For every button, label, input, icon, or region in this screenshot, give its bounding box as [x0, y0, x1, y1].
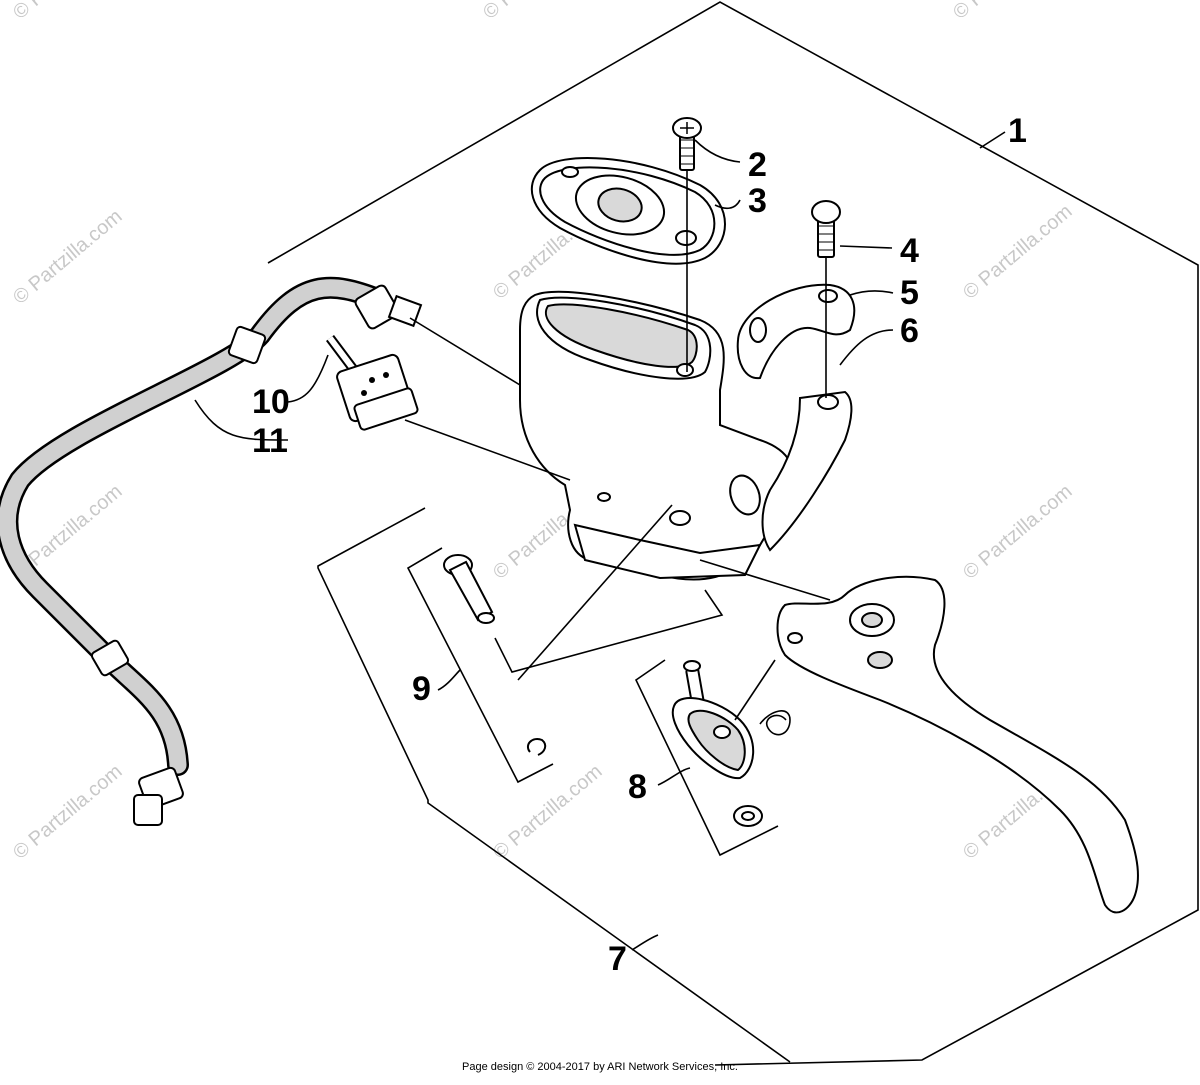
watermark-text: © Partzilla.com	[489, 760, 606, 863]
subassembly-8-boundary	[634, 659, 779, 857]
screw-2	[672, 117, 702, 171]
leader-lines	[404, 170, 831, 721]
leader-hose-to-body	[409, 317, 521, 386]
e-clip	[526, 738, 547, 756]
watermark-text: © Partzilla.com	[9, 0, 126, 24]
brake-switch	[326, 335, 419, 431]
hose-fitting-top	[354, 284, 400, 330]
reservoir-cover	[530, 157, 726, 265]
subassembly-9-boundary-b	[494, 589, 724, 673]
watermark-text: © Partzilla.com	[949, 0, 1066, 24]
pivot-pin	[443, 554, 495, 624]
callout-6: 6	[900, 312, 919, 350]
watermark-text: © Partzilla.com	[479, 0, 596, 24]
adjuster-assembly	[671, 660, 791, 827]
callout-8: 8	[628, 768, 647, 806]
callout-2: 2	[748, 146, 767, 184]
callout-9: 9	[412, 670, 431, 708]
callout-3: 3	[748, 182, 767, 220]
watermark-text: © Partzilla.com	[9, 205, 126, 308]
leader-lever	[699, 559, 831, 601]
leader-spring	[734, 659, 776, 721]
callout-leaders	[194, 131, 1006, 951]
hose-thread-top	[387, 294, 423, 328]
hose-crimp-top	[227, 325, 267, 365]
subassembly-7-boundary	[317, 507, 791, 1063]
callout-11: 11	[252, 422, 288, 460]
callout-5: 5	[900, 274, 919, 312]
watermark-text: © Partzilla.com	[9, 760, 126, 863]
leader-switch-to-body	[404, 419, 571, 481]
master-cylinder-body	[519, 290, 853, 581]
clamp-5	[736, 283, 856, 380]
switch-base	[353, 387, 419, 431]
subassembly-9-boundary	[406, 547, 554, 784]
screw-4	[811, 200, 841, 258]
callout-1: 1	[1008, 112, 1027, 150]
watermark-text: © Partzilla.com	[959, 480, 1076, 583]
brake-lever	[776, 575, 1139, 914]
callout-4: 4	[900, 232, 919, 270]
watermark-text: © Partzilla.com	[959, 200, 1076, 303]
leader-pin	[517, 504, 673, 681]
hose-crimp-bottom	[90, 639, 130, 677]
hose-thread-bottom	[133, 794, 163, 826]
footer-copyright: Page design © 2004-2017 by ARI Network S…	[462, 1061, 738, 1073]
assembly-boundary	[267, 1, 1199, 1066]
callouts: 1 2 3 4 5 6 7 8 9 10 11	[252, 112, 1027, 978]
brake-hose	[0, 276, 423, 826]
callout-7: 7	[608, 940, 627, 978]
callout-10: 10	[252, 383, 290, 421]
